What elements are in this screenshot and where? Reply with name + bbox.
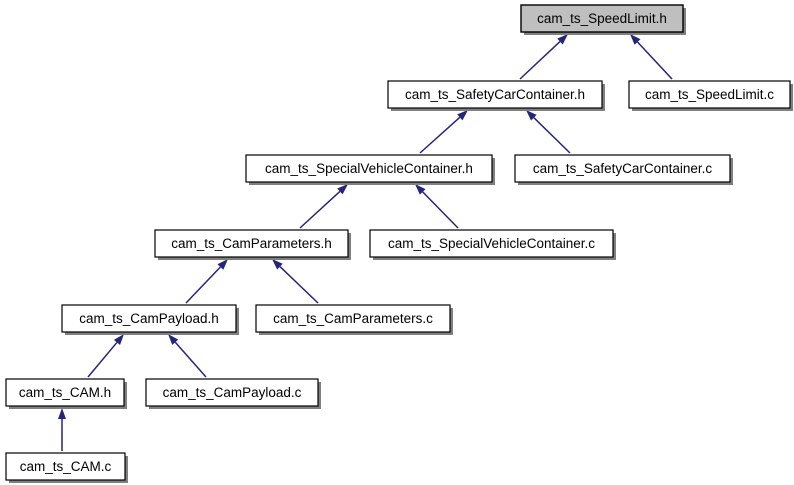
graph-node-cam-h[interactable]: cam_ts_CAM.h (5, 378, 127, 409)
edge-line (419, 116, 461, 154)
edge-line (422, 191, 459, 229)
edge-arrowhead-icon (168, 334, 179, 345)
edge-line (636, 41, 673, 80)
edge-arrowhead-icon (630, 34, 641, 45)
graph-edge (272, 259, 319, 304)
edge-arrowhead-icon (113, 334, 124, 346)
edge-arrowhead-icon (58, 408, 66, 419)
graph-node-safetycarcontainer-c[interactable]: cam_ts_SafetyCarContainer.c (514, 154, 733, 185)
edge-line (279, 266, 319, 304)
graph-edge (526, 110, 571, 154)
graph-node-speedlimit-h[interactable]: cam_ts_SpeedLimit.h (520, 4, 686, 35)
node-box[interactable] (387, 80, 603, 109)
graph-node-campayload-c[interactable]: cam_ts_CamPayload.c (145, 378, 321, 409)
edge-arrowhead-icon (272, 259, 283, 270)
edge-line (185, 266, 221, 304)
graph-node-camparameters-h[interactable]: cam_ts_CamParameters.h (154, 229, 351, 260)
edge-arrowhead-icon (557, 34, 568, 45)
graph-edge (87, 334, 124, 378)
edge-arrowhead-icon (217, 259, 228, 270)
edge-line (87, 341, 118, 378)
edge-arrowhead-icon (415, 184, 426, 195)
graph-edge (299, 184, 348, 229)
graph-node-speedlimit-c[interactable]: cam_ts_SpeedLimit.c (628, 80, 793, 111)
node-box[interactable] (369, 229, 614, 258)
edge-line (299, 190, 341, 229)
graph-edge (168, 334, 207, 378)
graph-node-safetycarcontainer-h[interactable]: cam_ts_SafetyCarContainer.h (387, 80, 605, 111)
node-box[interactable] (514, 154, 731, 183)
graph-node-specialvehiclecontainer-c[interactable]: cam_ts_SpecialVehicleContainer.c (369, 229, 616, 260)
node-box[interactable] (61, 304, 237, 333)
node-box[interactable] (145, 378, 319, 407)
node-box[interactable] (520, 4, 684, 33)
graph-node-camparameters-c[interactable]: cam_ts_CamParameters.c (255, 304, 453, 335)
edge-line (519, 40, 561, 80)
node-box[interactable] (5, 452, 126, 481)
graph-edge (419, 110, 468, 154)
edge-arrowhead-icon (457, 110, 468, 121)
node-box[interactable] (255, 304, 451, 333)
node-box[interactable] (5, 378, 125, 407)
node-box[interactable] (154, 229, 349, 258)
graph-edge (58, 408, 66, 451)
graph-edges-layer (58, 34, 673, 451)
edge-arrowhead-icon (337, 184, 348, 195)
node-box[interactable] (245, 154, 493, 183)
edge-line (533, 117, 571, 154)
graph-edge (630, 34, 673, 80)
graph-edge (415, 184, 459, 229)
node-box[interactable] (628, 80, 791, 109)
graph-node-cam-c[interactable]: cam_ts_CAM.c (5, 452, 128, 483)
edge-line (174, 341, 207, 378)
graph-nodes-layer: cam_ts_SpeedLimit.h cam_ts_SafetyCarConta… (5, 4, 793, 483)
graph-edge (185, 259, 228, 304)
graph-node-specialvehiclecontainer-h[interactable]: cam_ts_SpecialVehicleContainer.h (245, 154, 495, 185)
edge-arrowhead-icon (526, 110, 537, 121)
graph-edge (519, 34, 568, 80)
graph-node-campayload-h[interactable]: cam_ts_CamPayload.h (61, 304, 239, 335)
